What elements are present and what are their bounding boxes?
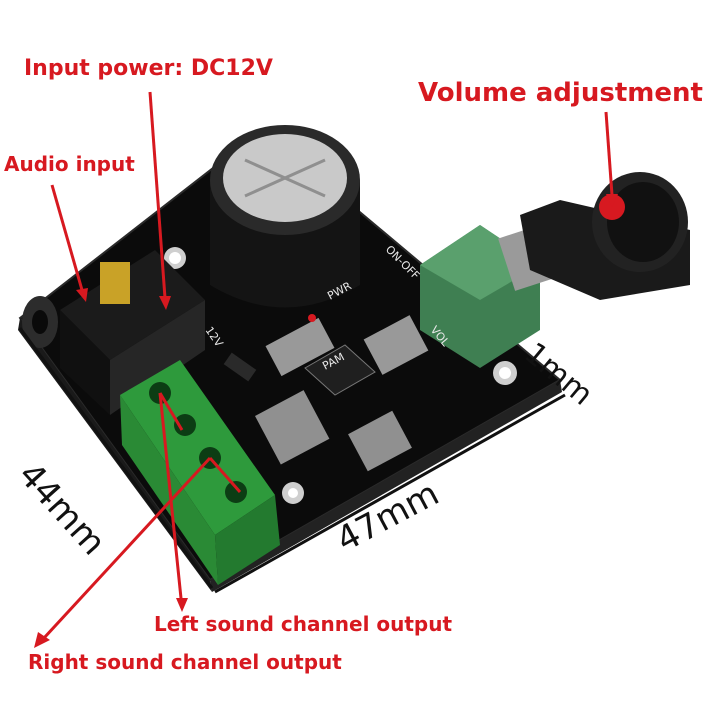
- pcb-components: [223, 314, 429, 472]
- annotation-arrows: [34, 91, 618, 648]
- left-channel-output-label: Left sound channel output: [154, 612, 453, 636]
- capacitor: [210, 125, 360, 308]
- audio-input-label: Audio input: [4, 152, 135, 176]
- volume-adjustment-label: Volume adjustment: [418, 78, 703, 108]
- audio-jack: [22, 250, 205, 415]
- dimension-lines: [18, 327, 566, 594]
- input-power-label: Input power: DC12V: [24, 56, 273, 81]
- right-channel-output-label: Right sound channel output: [28, 650, 342, 674]
- pcb-edge-right: [210, 380, 562, 592]
